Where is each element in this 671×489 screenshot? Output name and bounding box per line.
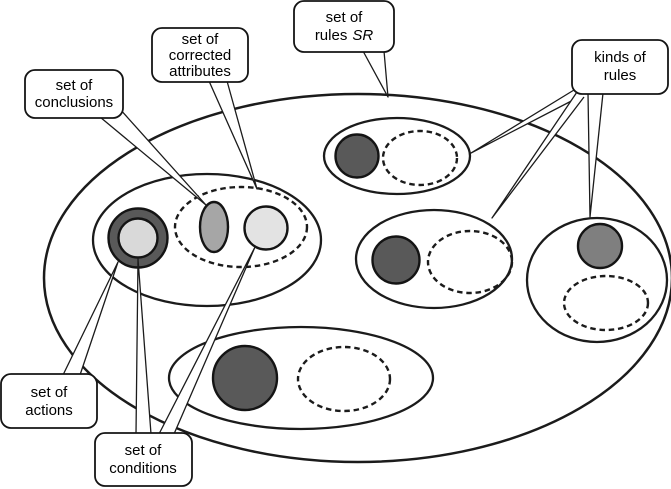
callout-label-set-of-rules-sr-italic: SR (352, 27, 373, 44)
rule-middle-dark-circle (371, 235, 421, 285)
callout-box-conditions (94, 432, 193, 487)
rule-top-dashed-ellipse (381, 129, 459, 187)
rule-bottom-dark-circle (211, 344, 279, 412)
callout-box-kinds-of-rules (571, 39, 669, 95)
callout-label-conclusions-line2: conclusions (35, 94, 113, 111)
callout-tail-kinds-to-right-rule (587, 92, 604, 218)
callout-box-set-of-rules (293, 0, 395, 53)
callout-label-conditions-line2: conditions (109, 460, 177, 477)
callout-label-actions-line1: set of (31, 384, 69, 401)
rule-bottom-dashed-ellipse (296, 345, 392, 413)
callout-label-set-of-rules-word: rules (315, 27, 348, 44)
set-of-conditions-inner-circle (117, 217, 159, 259)
callout-tail-kinds-to-middle-rule (491, 91, 585, 219)
callout-tail-corrected-attributes (208, 80, 258, 190)
callout-box-corrected-attributes (151, 27, 249, 83)
callout-tail-conclusions (99, 107, 207, 206)
callout-label-corrected-line2: corrected (169, 47, 232, 64)
rule-top-dark-circle (334, 133, 380, 179)
rule-middle-dashed-ellipse (426, 229, 514, 295)
callout-label-kinds-line2: rules (604, 67, 637, 84)
callout-label-actions-line2: actions (25, 402, 73, 419)
callout-tail-conditions-to-light-circle (158, 246, 256, 435)
rule-right-ellipse (525, 216, 669, 344)
callout-label-kinds-line1: kinds of (594, 49, 647, 66)
callout-label-corrected-line3: attributes (169, 63, 231, 80)
callout-tail-set-of-rules (362, 50, 389, 98)
callout-box-conclusions (24, 69, 124, 119)
rule-right-dashed-ellipse (562, 274, 650, 332)
callout-tail-actions (62, 261, 119, 376)
set-of-corrected-attributes-ellipse (173, 185, 309, 269)
set-of-conclusions-ellipse (198, 200, 230, 254)
callout-label-conclusions-line1: set of (56, 77, 94, 94)
set-of-conditions-circle (243, 205, 289, 251)
callout-label-conditions-line1: set of (125, 442, 163, 459)
callout-box-actions (0, 373, 98, 429)
callout-label-set-of-rules-line1: set of (326, 9, 364, 26)
callout-tail-kinds-to-top-rule (470, 89, 582, 154)
callout-label-corrected-line1: set of (182, 31, 220, 48)
callout-tail-conditions-to-inner-circle (135, 258, 152, 435)
rule-right-gray-circle (576, 222, 624, 270)
